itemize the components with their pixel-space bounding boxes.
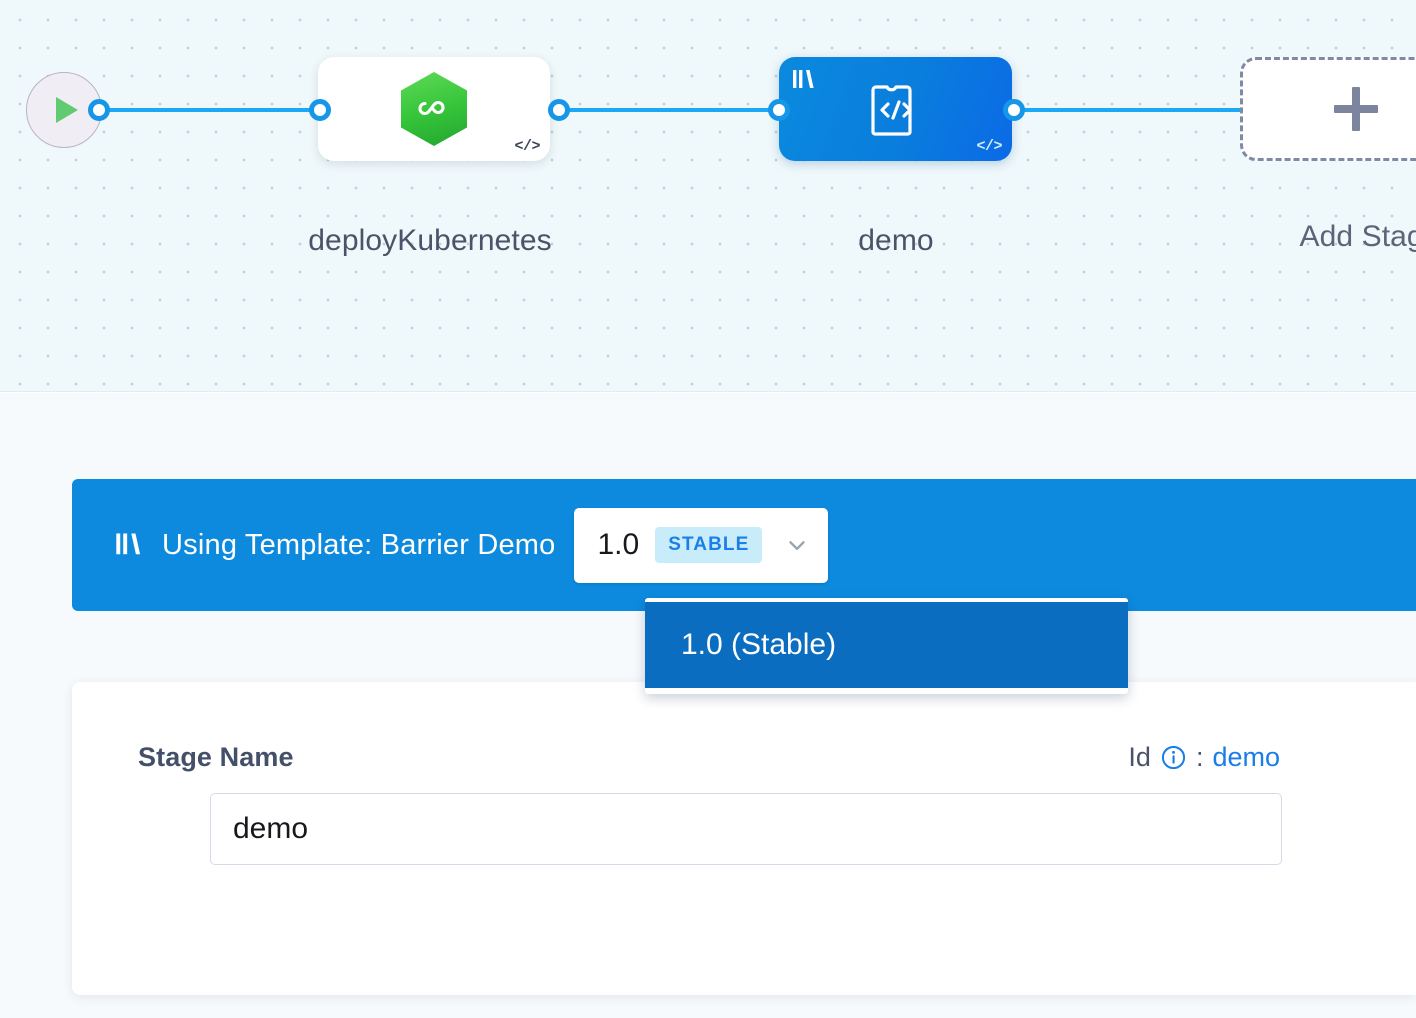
connector-line [552,108,788,112]
template-version-value: 1.0 [597,528,640,561]
using-template-text: Using Template: Barrier Demo [162,528,556,561]
connector-dot[interactable] [768,99,790,121]
id-label: Id [1128,742,1151,772]
stage-form-card: Stage Name Id : demo demo [72,682,1416,995]
play-icon [56,97,78,123]
plus-icon [1334,87,1378,131]
id-separator: : [1195,742,1204,772]
stage-node-demo[interactable]: </> [779,57,1012,161]
connector-dot[interactable] [1003,99,1025,121]
stage-name-field-header: Stage Name Id : demo [138,742,1280,773]
add-stage-label: Add Stage [1299,220,1416,253]
template-bars-icon [791,67,817,98]
stage-id-value: demo [1212,742,1280,772]
code-icon: </> [514,138,540,155]
connector-line [1008,108,1248,112]
template-puzzle-code-icon [870,85,912,136]
stage-node-deploykubernetes[interactable]: </> [318,57,550,161]
stage-name-label: Stage Name [138,742,294,772]
harness-hexagon-icon [401,72,467,146]
code-icon: </> [976,138,1002,155]
connector-dot[interactable] [548,99,570,121]
stage-details-panel: Using Template: Barrier Demo 1.0 STABLE … [0,393,1416,1018]
connector-line [96,108,328,112]
stage-id-display: Id : demo [1128,742,1280,773]
connector-dot[interactable] [309,99,331,121]
stage-label-deploykubernetes: deployKubernetes [308,224,552,257]
pipeline-canvas[interactable]: </> </> deployKubernetes [0,0,1416,392]
stage-label-demo: demo [858,224,934,257]
version-option-1-0-stable[interactable]: 1.0 (Stable) [645,602,1128,688]
chevron-down-icon[interactable] [784,532,810,558]
add-stage-node[interactable] [1240,57,1416,161]
template-version-selector[interactable]: 1.0 STABLE [573,507,829,583]
template-version-dropdown[interactable]: 1.0 (Stable) [645,598,1128,694]
connector-dot[interactable] [88,99,110,121]
stable-badge: STABLE [655,527,763,563]
stage-name-input[interactable]: demo [210,793,1282,865]
template-bars-icon [114,530,144,560]
info-circle-icon[interactable] [1160,744,1187,771]
using-template-banner: Using Template: Barrier Demo 1.0 STABLE [72,479,1416,611]
